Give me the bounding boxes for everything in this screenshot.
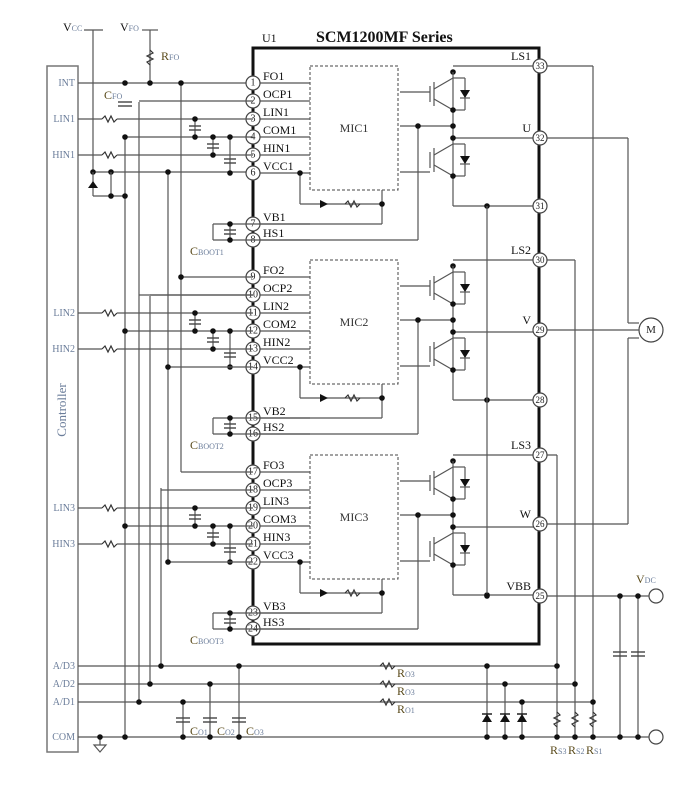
controller-pin-label: LIN3 xyxy=(53,503,75,514)
cfo-label: CFO xyxy=(104,88,122,102)
controller-pin-label: LIN2 xyxy=(53,308,75,319)
mic1-block xyxy=(309,65,399,191)
pin-number: 33 xyxy=(536,61,546,71)
mic3-block xyxy=(309,454,399,580)
pin-29 xyxy=(532,322,548,338)
ground-icon xyxy=(92,744,108,753)
controller-pin-label: HIN2 xyxy=(52,344,75,355)
pin-label: OCP1 xyxy=(263,87,292,101)
shunt-resistor-label: RS1 xyxy=(586,743,602,757)
pin-number: 30 xyxy=(536,255,546,265)
pin-label: OCP2 xyxy=(263,281,292,295)
pin-32 xyxy=(532,130,548,146)
pin-label: COM3 xyxy=(263,512,296,526)
controller-pin-label: A/D2 xyxy=(53,679,75,690)
filter-cap-label: CO2 xyxy=(217,724,235,738)
controller-pin-label: HIN1 xyxy=(52,150,75,161)
pin-label: VBB xyxy=(506,579,531,593)
pin-label: LS3 xyxy=(511,438,531,452)
pin-28 xyxy=(532,392,548,408)
pin-number: 25 xyxy=(536,591,546,601)
pin-number: 6 xyxy=(251,168,256,179)
pin-number: 32 xyxy=(536,133,545,143)
vdc-label: VDC xyxy=(636,572,656,586)
pin-31 xyxy=(532,198,548,214)
pin-33 xyxy=(532,58,548,74)
pin-label: COM2 xyxy=(263,317,296,331)
motor-label: M xyxy=(646,324,656,336)
controller-pin-label: INT xyxy=(58,78,75,89)
pin-label: U xyxy=(522,121,531,135)
controller-pin-label: LIN1 xyxy=(53,114,75,125)
pin-label: HIN2 xyxy=(263,335,290,349)
pin-label: FO1 xyxy=(263,69,284,83)
mic1-label: MIC1 xyxy=(340,121,369,135)
pin-label: HS2 xyxy=(263,420,284,434)
filter-resistor-label: RO3 xyxy=(397,684,415,698)
pin-label: VCC1 xyxy=(263,159,294,173)
pin-label: W xyxy=(520,507,532,521)
ic-title: SCM1200MF Series xyxy=(316,29,453,46)
vfo-label: VFO xyxy=(120,20,139,34)
pin-25 xyxy=(532,588,548,604)
controller-pin-label: A/D3 xyxy=(53,661,75,672)
shunt-resistor-label: RS2 xyxy=(568,743,584,757)
pin-label: VCC2 xyxy=(263,353,294,367)
pin-label: OCP3 xyxy=(263,476,292,490)
rfo-label: RFO xyxy=(161,49,179,63)
pin-label: VB1 xyxy=(263,210,286,224)
pin-number: 29 xyxy=(536,325,546,335)
controller-pin-label: COM xyxy=(52,732,75,743)
controller-pin-label: A/D1 xyxy=(53,697,75,708)
pin-6 xyxy=(245,165,261,181)
pin-label: LIN3 xyxy=(263,494,289,508)
pin-number: 31 xyxy=(536,201,545,211)
pin-26 xyxy=(532,516,548,532)
pin-label: LS2 xyxy=(511,243,531,257)
mic3-label: MIC3 xyxy=(340,510,369,524)
controller-label: Controller xyxy=(54,383,69,437)
mic2-label: MIC2 xyxy=(340,315,369,329)
pin-label: VCC3 xyxy=(263,548,294,562)
pin-1 xyxy=(245,75,261,91)
pin-30 xyxy=(532,252,548,268)
pin-label: LS1 xyxy=(511,49,531,63)
pin-label: VB3 xyxy=(263,599,286,613)
pin-label: HIN1 xyxy=(263,141,290,155)
filter-resistor-label: RO1 xyxy=(397,702,415,716)
filter-resistor-label: RO3 xyxy=(397,666,415,680)
pin-number: 1 xyxy=(251,78,256,89)
pin-number: 27 xyxy=(536,450,546,460)
vcc-label: VCC xyxy=(63,20,82,34)
pin-number: 26 xyxy=(536,519,546,529)
boot-cap-label: CBOOT3 xyxy=(190,633,224,647)
filter-cap-label: CO3 xyxy=(246,724,264,738)
pin-label: HIN3 xyxy=(263,530,290,544)
pin-label: LIN1 xyxy=(263,105,289,119)
pin-number: 28 xyxy=(536,395,546,405)
boot-cap-label: CBOOT1 xyxy=(190,244,224,258)
pin-label: FO2 xyxy=(263,263,284,277)
pin-label: FO3 xyxy=(263,458,284,472)
pin-label: V xyxy=(522,313,531,327)
pin-label: HS3 xyxy=(263,615,284,629)
filter-cap-label: CO1 xyxy=(190,724,208,738)
vdc-plus-terminal xyxy=(648,588,664,604)
ic-ref: U1 xyxy=(262,31,277,45)
vdc-minus-terminal xyxy=(648,729,664,745)
mic2-block xyxy=(309,259,399,385)
pin-label: LIN2 xyxy=(263,299,289,313)
pin-label: VB2 xyxy=(263,404,286,418)
pin-27 xyxy=(532,447,548,463)
pin-label: COM1 xyxy=(263,123,296,137)
controller-box xyxy=(46,65,79,753)
controller-pin-label: HIN3 xyxy=(52,539,75,550)
boot-cap-label: CBOOT2 xyxy=(190,438,224,452)
pin-label: HS1 xyxy=(263,226,284,240)
shunt-resistor-label: RS3 xyxy=(550,743,566,757)
